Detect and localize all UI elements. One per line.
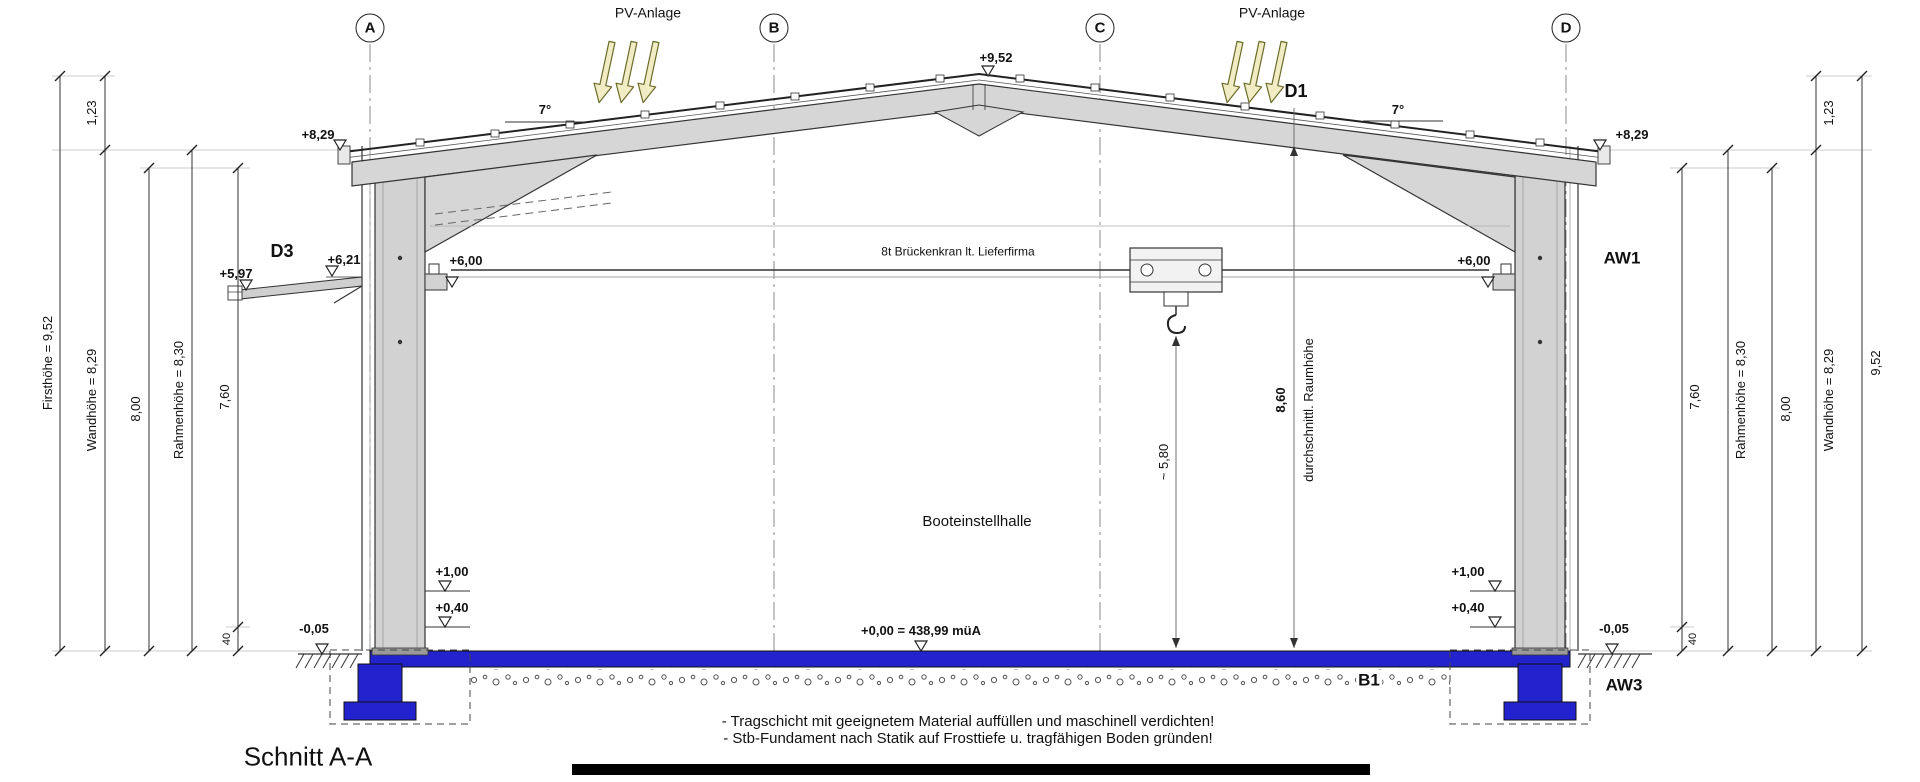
hall-label: Booteinstellhalle	[922, 512, 1032, 530]
roof-slope-right: 7°	[1391, 101, 1405, 117]
room-height-label: durchschnittl. Raumhöhe	[1300, 338, 1316, 482]
extension-lines	[52, 75, 1872, 652]
level-eave-left: +8,29	[301, 126, 335, 142]
foundation-left	[329, 647, 471, 725]
pv-arrow-icon	[637, 40, 660, 104]
column-right	[1514, 169, 1566, 656]
gravel-layer	[470, 669, 1450, 689]
dim-rahmenhoehe-left: Rahmenhöhe = 8,30	[170, 340, 186, 460]
level-ridge: +9,52	[979, 49, 1013, 65]
crane-note: 8t Brückenkran lt. Lieferfirma	[881, 244, 1035, 259]
hook-clearance-dim: ~ 5,80	[1155, 443, 1171, 481]
crane-hook-icon	[1166, 314, 1186, 335]
level-crane-left: +6,00	[447, 252, 485, 269]
level-ground-left: -0,05	[299, 620, 329, 636]
level-finished-floor: +0,00 = 438,99 müA	[861, 622, 981, 638]
floor-slab	[369, 650, 1571, 668]
roof-purlins	[415, 74, 1545, 147]
dim-760-left: 7,60	[216, 384, 232, 410]
level-plinth-upper-right: +1,00	[1451, 563, 1485, 579]
dim-wandhoehe-left: Wandhöhe = 8,29	[83, 348, 99, 452]
dim-wandhoehe-right: Wandhöhe = 8,29	[1820, 348, 1836, 452]
level-canopy-top: +6,21	[327, 251, 361, 267]
pv-arrow-icon	[615, 40, 638, 104]
dim-firsthoehe-right: 9,52	[1867, 350, 1883, 376]
grid-axis-b: B	[759, 13, 789, 43]
tag-aw1: AW1	[1603, 248, 1641, 268]
tag-d1: D1	[1284, 81, 1308, 102]
pv-arrow-icon	[1243, 40, 1266, 104]
roof-structure	[337, 72, 1611, 254]
pv-arrow-icon	[1265, 40, 1288, 104]
crane	[424, 191, 1516, 335]
level-plinth-lower-right: +0,40	[1451, 599, 1485, 615]
drawing-title: Schnitt A-A	[243, 741, 373, 772]
note-line-2: - Stb-Fundament nach Statik auf Frosttie…	[723, 729, 1213, 747]
level-leaders	[425, 590, 1515, 628]
level-crane-right: +6,00	[1455, 252, 1493, 269]
wall-right	[1569, 146, 1579, 651]
pv-arrows	[593, 40, 1288, 104]
ground-hatch	[295, 653, 1652, 669]
tag-aw3: AW3	[1605, 675, 1643, 695]
dim-40-left: 40	[220, 632, 233, 646]
dim-rahmenhoehe-right: Rahmenhöhe = 8,30	[1732, 340, 1748, 460]
grid-axis-d: D	[1551, 13, 1581, 43]
dimension-chains	[59, 76, 1863, 651]
interior-dimensions	[1172, 108, 1298, 648]
pv-arrow-icon	[593, 40, 616, 104]
level-plinth-lower-left: +0,40	[435, 599, 469, 615]
dim-ridge-offset-right: 1,23	[1820, 100, 1836, 126]
pv-arrow-icon	[1221, 40, 1244, 104]
dim-800-right: 8,00	[1777, 396, 1793, 422]
column-left	[374, 169, 426, 656]
dim-ridge-offset-left: 1,23	[83, 100, 99, 126]
dim-760-right: 7,60	[1686, 384, 1702, 410]
level-canopy-edge: +5,97	[219, 265, 253, 281]
grid-axis-a: A	[355, 13, 385, 43]
dim-firsthoehe-left: Firsthöhe = 9,52	[39, 315, 55, 411]
dimension-ticks	[54, 70, 1868, 657]
dim-800-left: 8,00	[127, 396, 143, 422]
note-line-1: - Tragschicht mit geeignetem Material au…	[721, 712, 1215, 730]
level-plinth-upper-left: +1,00	[435, 563, 469, 579]
room-height-value: 8,60	[1272, 387, 1288, 413]
level-eave-right: +8,29	[1615, 126, 1649, 142]
level-ground-right: -0,05	[1599, 620, 1629, 636]
foundation-right	[1449, 647, 1591, 725]
tag-b1: B1	[1356, 670, 1382, 691]
roof-slope-left: 7°	[538, 101, 552, 117]
slope-marks	[505, 120, 1443, 123]
grid-axis-c: C	[1085, 13, 1115, 43]
level-markers	[238, 65, 1620, 656]
crane-trolley	[1129, 247, 1223, 335]
dim-40-right: 40	[1686, 632, 1699, 646]
scale-bar	[572, 764, 1370, 775]
tag-d3: D3	[270, 241, 294, 262]
pv-label-left: PV-Anlage	[614, 4, 682, 21]
pv-label-right: PV-Anlage	[1238, 4, 1306, 21]
wall-left	[361, 146, 371, 651]
